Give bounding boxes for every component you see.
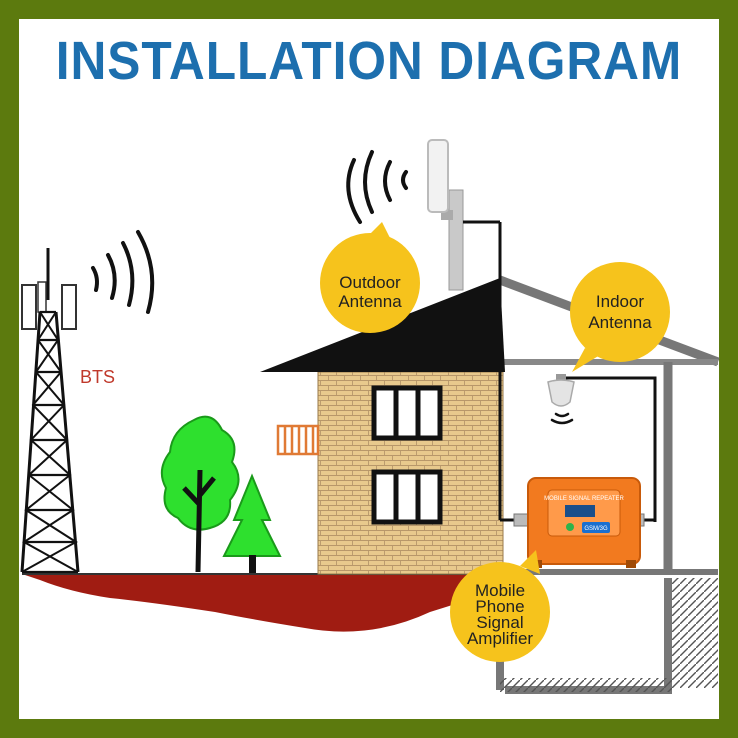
diagram-title: INSTALLATION DIAGRAM xyxy=(55,31,683,91)
amplifier-label-line4: Amplifier xyxy=(467,629,533,648)
indoor-antenna xyxy=(547,374,657,522)
bts-tower xyxy=(20,248,80,574)
amplifier-badge-text: GSM/3G xyxy=(584,526,608,532)
outdoor-antenna-waves-icon xyxy=(346,150,408,224)
window-upper xyxy=(371,385,443,441)
window-lower xyxy=(371,469,443,525)
bts-label: BTS xyxy=(80,367,115,387)
outdoor-antenna-callout: Outdoor Antenna xyxy=(320,222,420,333)
amplifier-callout: Mobile Phone Signal Amplifier xyxy=(450,550,550,662)
bts-signal-waves-icon xyxy=(91,230,155,314)
ground xyxy=(22,574,505,632)
amplifier-label-line3: Signal xyxy=(476,613,523,632)
amplifier-label-line1: Mobile xyxy=(475,581,525,600)
outdoor-antenna xyxy=(427,139,502,520)
signal-amplifier-device: MOBILE SIGNAL REPEATER GSM/3G xyxy=(500,477,655,568)
indoor-antenna-label-line1: Indoor xyxy=(596,292,645,311)
amplifier-header-text: MOBILE SIGNAL REPEATER xyxy=(544,496,624,502)
indoor-antenna-label-line2: Antenna xyxy=(588,313,652,332)
amplifier-label-line2: Phone xyxy=(475,597,524,616)
tree-right xyxy=(222,473,282,573)
outdoor-antenna-label-line1: Outdoor xyxy=(339,273,401,292)
tree-left xyxy=(160,415,240,573)
indoor-structure xyxy=(496,275,720,694)
outdoor-antenna-label-line2: Antenna xyxy=(338,292,402,311)
indoor-antenna-waves-icon xyxy=(550,412,574,425)
balcony xyxy=(276,424,320,456)
indoor-antenna-callout: Indoor Antenna xyxy=(570,262,670,372)
